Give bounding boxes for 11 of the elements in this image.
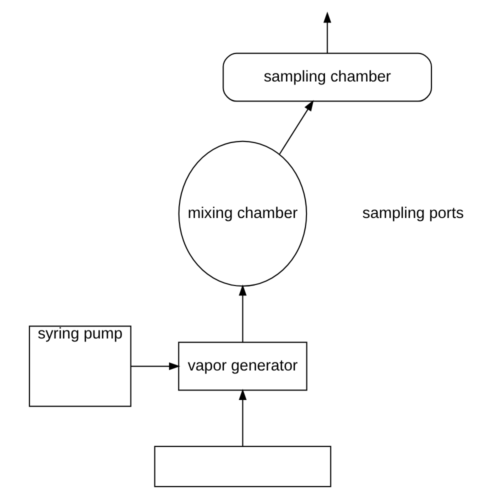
node-box: syring pump [28,326,132,407]
arrow [279,100,314,154]
node-box [154,446,332,488]
node-ellipse: mixing chamber [178,140,308,287]
node-box: vapor generator [178,342,308,391]
arrow [323,12,332,54]
arrow [238,284,247,342]
arrow [130,362,180,370]
label: sampling ports [362,204,464,222]
node-box: sampling chamber [222,52,432,102]
arrow [238,388,247,446]
